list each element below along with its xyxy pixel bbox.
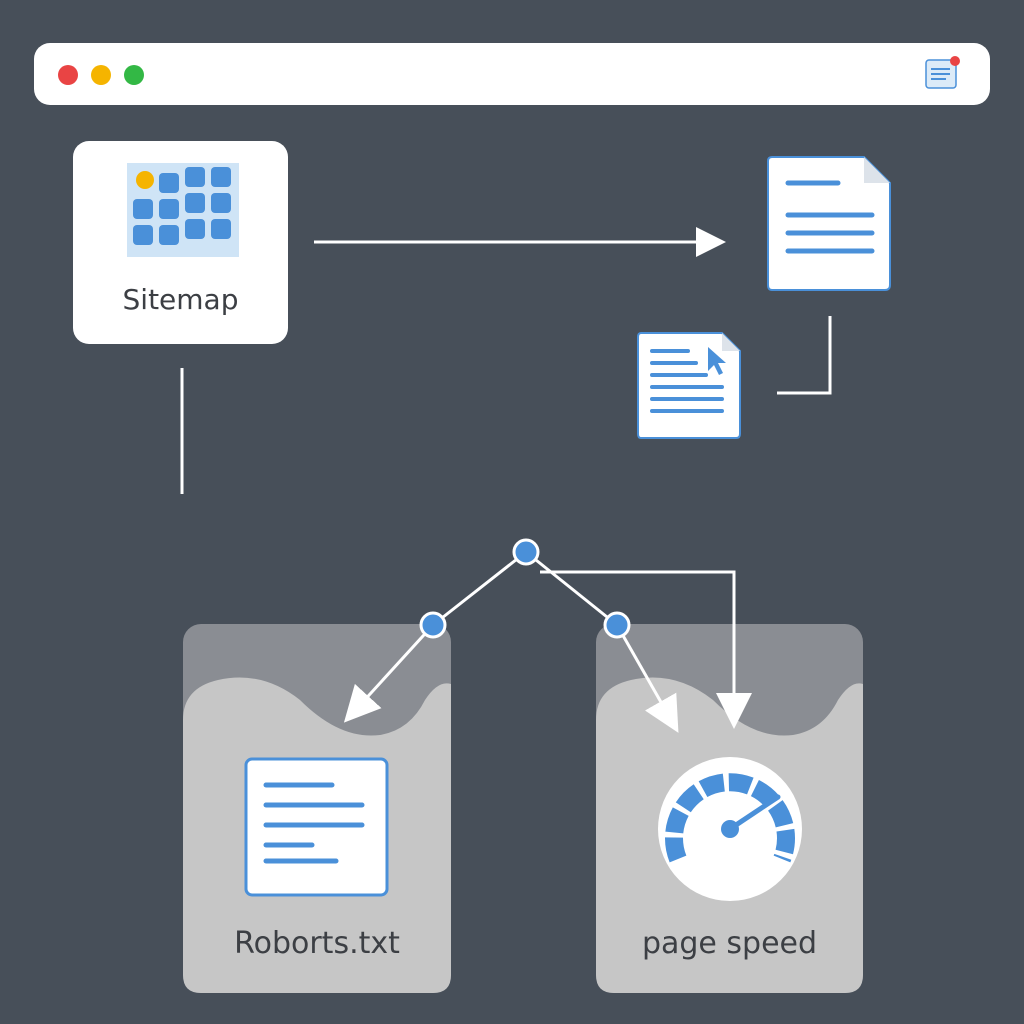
- speedometer-icon[interactable]: [656, 755, 804, 903]
- document-cursor-icon[interactable]: [636, 331, 744, 441]
- document-notification-icon[interactable]: [924, 55, 964, 91]
- document-icon[interactable]: [766, 155, 894, 293]
- sitemap-card[interactable]: Sitemap: [73, 141, 288, 344]
- text-file-icon[interactable]: [244, 757, 389, 897]
- maximize-dot[interactable]: [124, 65, 144, 85]
- root-node: [512, 538, 540, 566]
- document-elbow-connector: [777, 316, 832, 395]
- browser-window-bar: [34, 43, 990, 105]
- cursor-arrow-icon: [708, 347, 726, 375]
- left-node: [419, 611, 447, 639]
- close-dot[interactable]: [58, 65, 78, 85]
- sitemap-grid-icon: [127, 163, 239, 257]
- sitemap-label: Sitemap: [122, 283, 239, 316]
- minimize-dot[interactable]: [91, 65, 111, 85]
- right-node: [603, 611, 631, 639]
- speed-label: page speed: [641, 926, 818, 961]
- robots-label: Roborts.txt: [234, 926, 400, 961]
